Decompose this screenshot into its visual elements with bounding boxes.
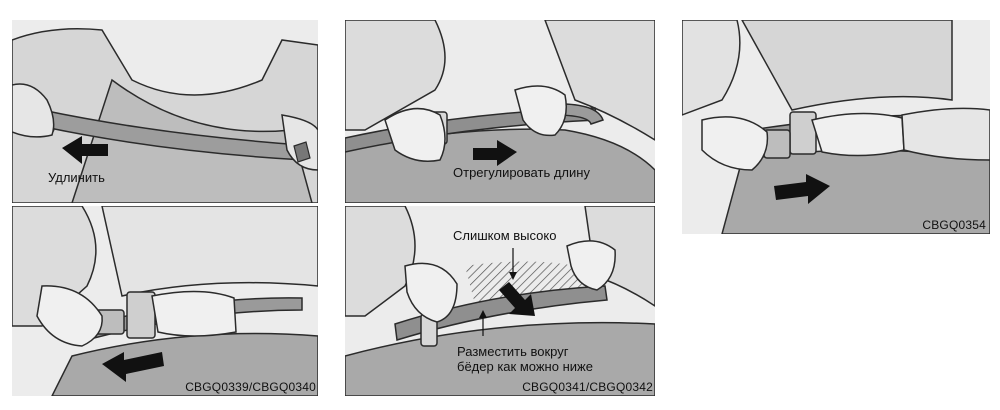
code-right-panel: CBGQ0354 [922, 218, 986, 232]
right-arrow-icon [473, 140, 517, 166]
code-left-column: CBGQ0339/CBGQ0340 [185, 380, 316, 394]
label-place-low-line2: бёдер как можно ниже [457, 359, 593, 374]
left-arrow-icon [102, 352, 164, 382]
lengthen-illustration [12, 28, 318, 203]
label-place-low-line1: Разместить вокруг [457, 344, 569, 359]
insert-tongue-illustration [12, 206, 318, 396]
position-low-illustration [345, 206, 655, 396]
adjust-length-illustration [345, 20, 655, 203]
left-arrow-icon [62, 136, 108, 164]
panel-lengthen: Удлинить [12, 20, 318, 203]
buckle-illustration [682, 20, 990, 234]
panel-adjust-length: Отрегулировать длину [345, 20, 655, 203]
panel-position-low: Слишком высоко Разместить вокруг бёдер к… [345, 206, 655, 396]
code-middle-column: CBGQ0341/CBGQ0342 [522, 380, 653, 394]
label-lengthen: Удлинить [48, 170, 105, 185]
label-place-low: Разместить вокруг бёдер как можно ниже [457, 344, 593, 374]
panel-buckle: CBGQ0354 [682, 20, 990, 234]
label-too-high: Слишком высоко [453, 228, 557, 243]
down-right-arrow-icon [499, 282, 535, 316]
right-arrow-icon [774, 174, 830, 204]
label-adjust-length: Отрегулировать длину [453, 165, 590, 180]
panel-insert-tongue: CBGQ0339/CBGQ0340 [12, 206, 318, 396]
